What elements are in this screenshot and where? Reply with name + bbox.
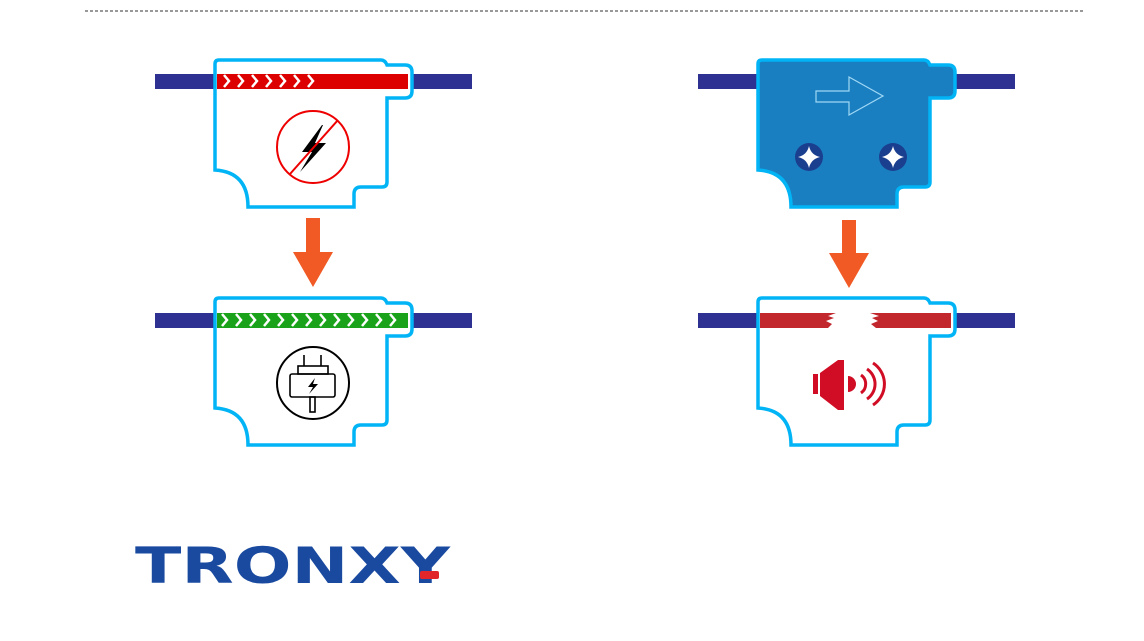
panel-unpowered [155,58,472,209]
no-power-icon [276,110,350,184]
down-arrow-icon [293,218,333,287]
tronxy-logo: TRONXY [135,537,451,595]
screw-icon [879,143,907,171]
screw-icon [795,143,823,171]
logo-accent [420,571,439,579]
filament-broken-left [760,313,836,328]
speaker-alarm-icon [813,360,886,410]
panel-filament-broken [698,296,1015,447]
panel-closed-module [698,58,1015,209]
power-plug-icon [276,346,350,420]
logo-text: TRONXY [135,537,451,595]
panel-powered [155,296,472,447]
direction-arrow-icon [815,75,885,117]
filament-broken-right [870,313,951,328]
down-arrow-icon [829,220,869,288]
